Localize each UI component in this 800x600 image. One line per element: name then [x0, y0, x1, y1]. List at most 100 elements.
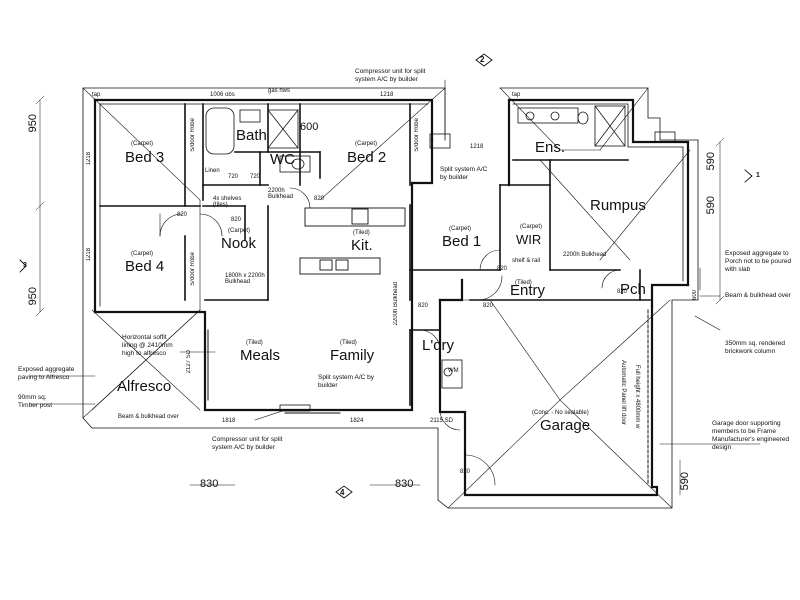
dim-820-e: 820: [483, 303, 494, 309]
section-arrows: [19, 53, 753, 499]
dim-720-b: 720: [250, 174, 261, 180]
bed3-robe: S/door Robe: [190, 118, 196, 152]
alfresco-beam: Beam & bulkhead over: [118, 414, 179, 420]
dim-1218-top-b: 1218: [470, 144, 484, 150]
dim-820-b: 820: [314, 196, 325, 202]
nook-finish: (Carpet): [228, 228, 251, 234]
dim-2127: 2127 SD: [186, 350, 192, 374]
entry-finish: (Tiled): [515, 280, 532, 286]
dim-720-a: 720: [228, 174, 239, 180]
external-walls: [93, 98, 690, 497]
note-compressor-top: Compressor unit for split system A/C by …: [355, 68, 426, 84]
note-timber-post: 90mm sq. Timber post: [18, 394, 53, 410]
internal-walls: [99, 103, 651, 406]
linen-shelves: 4x shelves (tiles): [213, 196, 242, 208]
garage-finish: (Conc. - No sealable): [532, 410, 589, 416]
meals-finish: (Tiled): [246, 340, 263, 346]
garage-door-label: Automatic Panel lift door: [620, 360, 626, 426]
note-beam-porch: Beam & bulkhead over: [725, 292, 791, 299]
garage-door-size: Full height x 4800mm w: [634, 365, 640, 429]
section-mark-top: 2: [480, 55, 485, 64]
note-garage-support: Garage door supporting members to be Fra…: [712, 420, 790, 452]
kitchen-bench: [299, 207, 406, 275]
dim-600-pch: 600: [692, 290, 698, 301]
room-pch: Pch: [620, 281, 646, 298]
dim-830-left: 830: [200, 478, 219, 490]
room-bed1: Bed 1: [442, 233, 482, 250]
note-exposed-porch: Exposed aggregate to Porch not to be pou…: [725, 250, 792, 274]
room-wir: WIR: [516, 232, 542, 247]
room-entry: Entry: [510, 282, 546, 299]
dim-820-c: 820: [231, 217, 242, 223]
note-compressor-bottom: Compressor unit for split system A/C by …: [212, 436, 283, 452]
note-exposed-alfresco: Exposed aggregate paving to Alfresco: [18, 366, 75, 382]
nook-bulkhead: 1800h x 2200h Bulkhead: [225, 273, 265, 285]
shower-600: 600: [300, 121, 319, 133]
wir-shelf-rail: shelf & rail: [512, 258, 541, 264]
room-bed3: Bed 3: [125, 149, 165, 166]
section-mark-bottom: 4: [340, 488, 345, 497]
room-meals: Meals: [240, 347, 281, 364]
tap-left-label: tap: [92, 92, 101, 98]
room-wc: WC: [270, 151, 295, 168]
room-bath: Bath: [236, 127, 267, 144]
room-bed2: Bed 2: [347, 149, 387, 166]
family-finish: (Tiled): [340, 340, 357, 346]
door-swings: [159, 187, 621, 486]
dimension-lines: [35, 95, 725, 496]
bath-fixtures: [205, 105, 626, 173]
dim-820-a: 820: [177, 212, 188, 218]
bed3-finish: (Carpet): [131, 141, 154, 147]
section-mark-right: 1: [756, 172, 760, 179]
dim-1218-left1: 1218: [86, 152, 92, 166]
room-rumpus: Rumpus: [590, 197, 646, 214]
kit-bulkhead: 2200h Bulkhead: [268, 188, 294, 200]
dim-2115: 2115 SD: [430, 418, 453, 424]
dim-590-a: 590: [705, 152, 717, 171]
bed1-finish: (Carpet): [449, 226, 472, 232]
note-horizontal-soffit: Horizontal soffit lining @ 2410mm high t…: [122, 334, 173, 358]
room-ens: Ens.: [535, 139, 566, 156]
dim-820-g: 820: [460, 469, 471, 475]
roof-outline: [82, 87, 699, 509]
wir-finish: (Carpet): [520, 224, 543, 230]
dim-950-top: 950: [27, 114, 39, 133]
dim-1824: 1824: [350, 418, 364, 424]
bed4-finish: (Carpet): [131, 251, 154, 257]
room-kit: Kit.: [351, 237, 373, 254]
room-ldry: L'dry: [422, 337, 455, 354]
wm-label: WM: [448, 368, 459, 374]
bed2-robe: S/door Robe: [414, 118, 420, 152]
laundry-fixtures: [441, 359, 463, 389]
note-brick-column: 350mm sq. rendered brickwork column: [725, 340, 785, 356]
room-bed4: Bed 4: [125, 258, 165, 275]
dim-820-f: 820: [617, 289, 628, 295]
sliding-doors: [204, 329, 341, 414]
dim-830-right: 830: [395, 478, 414, 490]
room-linen: Linen: [205, 168, 220, 174]
room-family: Family: [330, 347, 375, 364]
dim-950-bottom: 950: [27, 287, 39, 306]
bed1-bulkhead: 2200h Bulkhead: [393, 282, 399, 326]
dim-1818: 1818: [222, 418, 236, 424]
room-garage: Garage: [540, 417, 591, 434]
dim-1006: 1006 obs: [210, 92, 235, 98]
dim-590-b: 590: [705, 196, 717, 215]
gas-hws-label: gas hws: [268, 88, 291, 94]
leader-lines: [29, 79, 761, 445]
note-split-bottom: Split system A/C by builder: [318, 374, 374, 390]
room-nook: Nook: [221, 235, 257, 252]
roof-hip-lines: [82, 87, 691, 509]
dim-820-h: 820: [497, 266, 508, 272]
bed2-finish: (Carpet): [355, 141, 378, 147]
dim-820-d: 820: [418, 303, 429, 309]
dim-1218-left2: 1218: [86, 248, 92, 262]
room-alfresco: Alfresco: [117, 378, 172, 395]
kit-finish: (Tiled): [353, 230, 370, 236]
tap-right-label: tap: [512, 92, 521, 98]
bed4-robe: S/door Robe: [190, 252, 196, 286]
entry-bulkhead: 2200h Bulkhead: [563, 252, 607, 258]
section-mark-left: 3: [23, 262, 27, 269]
dim-590-c: 590: [679, 472, 691, 491]
